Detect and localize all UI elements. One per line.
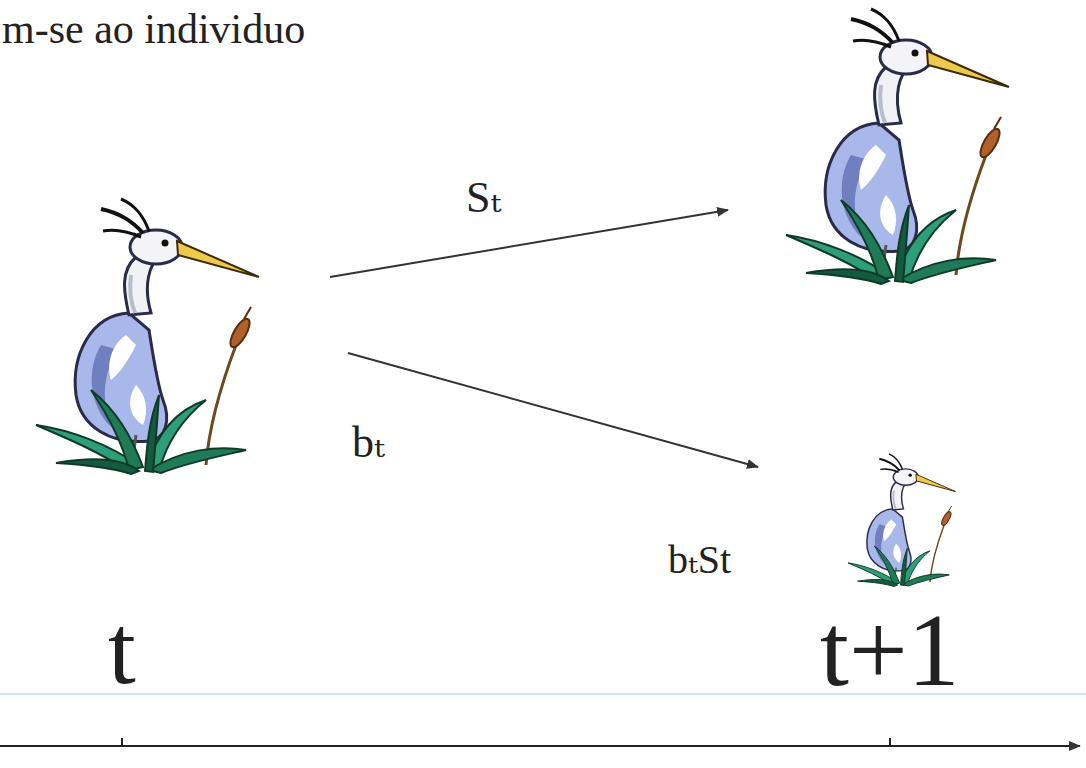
time-label: t xyxy=(108,600,136,700)
survival-label: Sₜ xyxy=(466,176,501,220)
birth-label: bₜ xyxy=(352,421,385,465)
axis-tick xyxy=(889,738,891,746)
heading-fragment: m-se ao individuo xyxy=(2,8,305,50)
time-axis xyxy=(0,745,1080,747)
adult-heron xyxy=(36,199,259,474)
birth-arrow xyxy=(348,353,758,467)
survival-arrow xyxy=(330,210,728,277)
offspring-label: bₜSt xyxy=(668,540,731,580)
offspring-heron xyxy=(848,454,956,587)
surviving-heron xyxy=(786,9,1009,284)
axis-tick xyxy=(121,738,123,746)
time-label: t+1 xyxy=(820,598,960,702)
